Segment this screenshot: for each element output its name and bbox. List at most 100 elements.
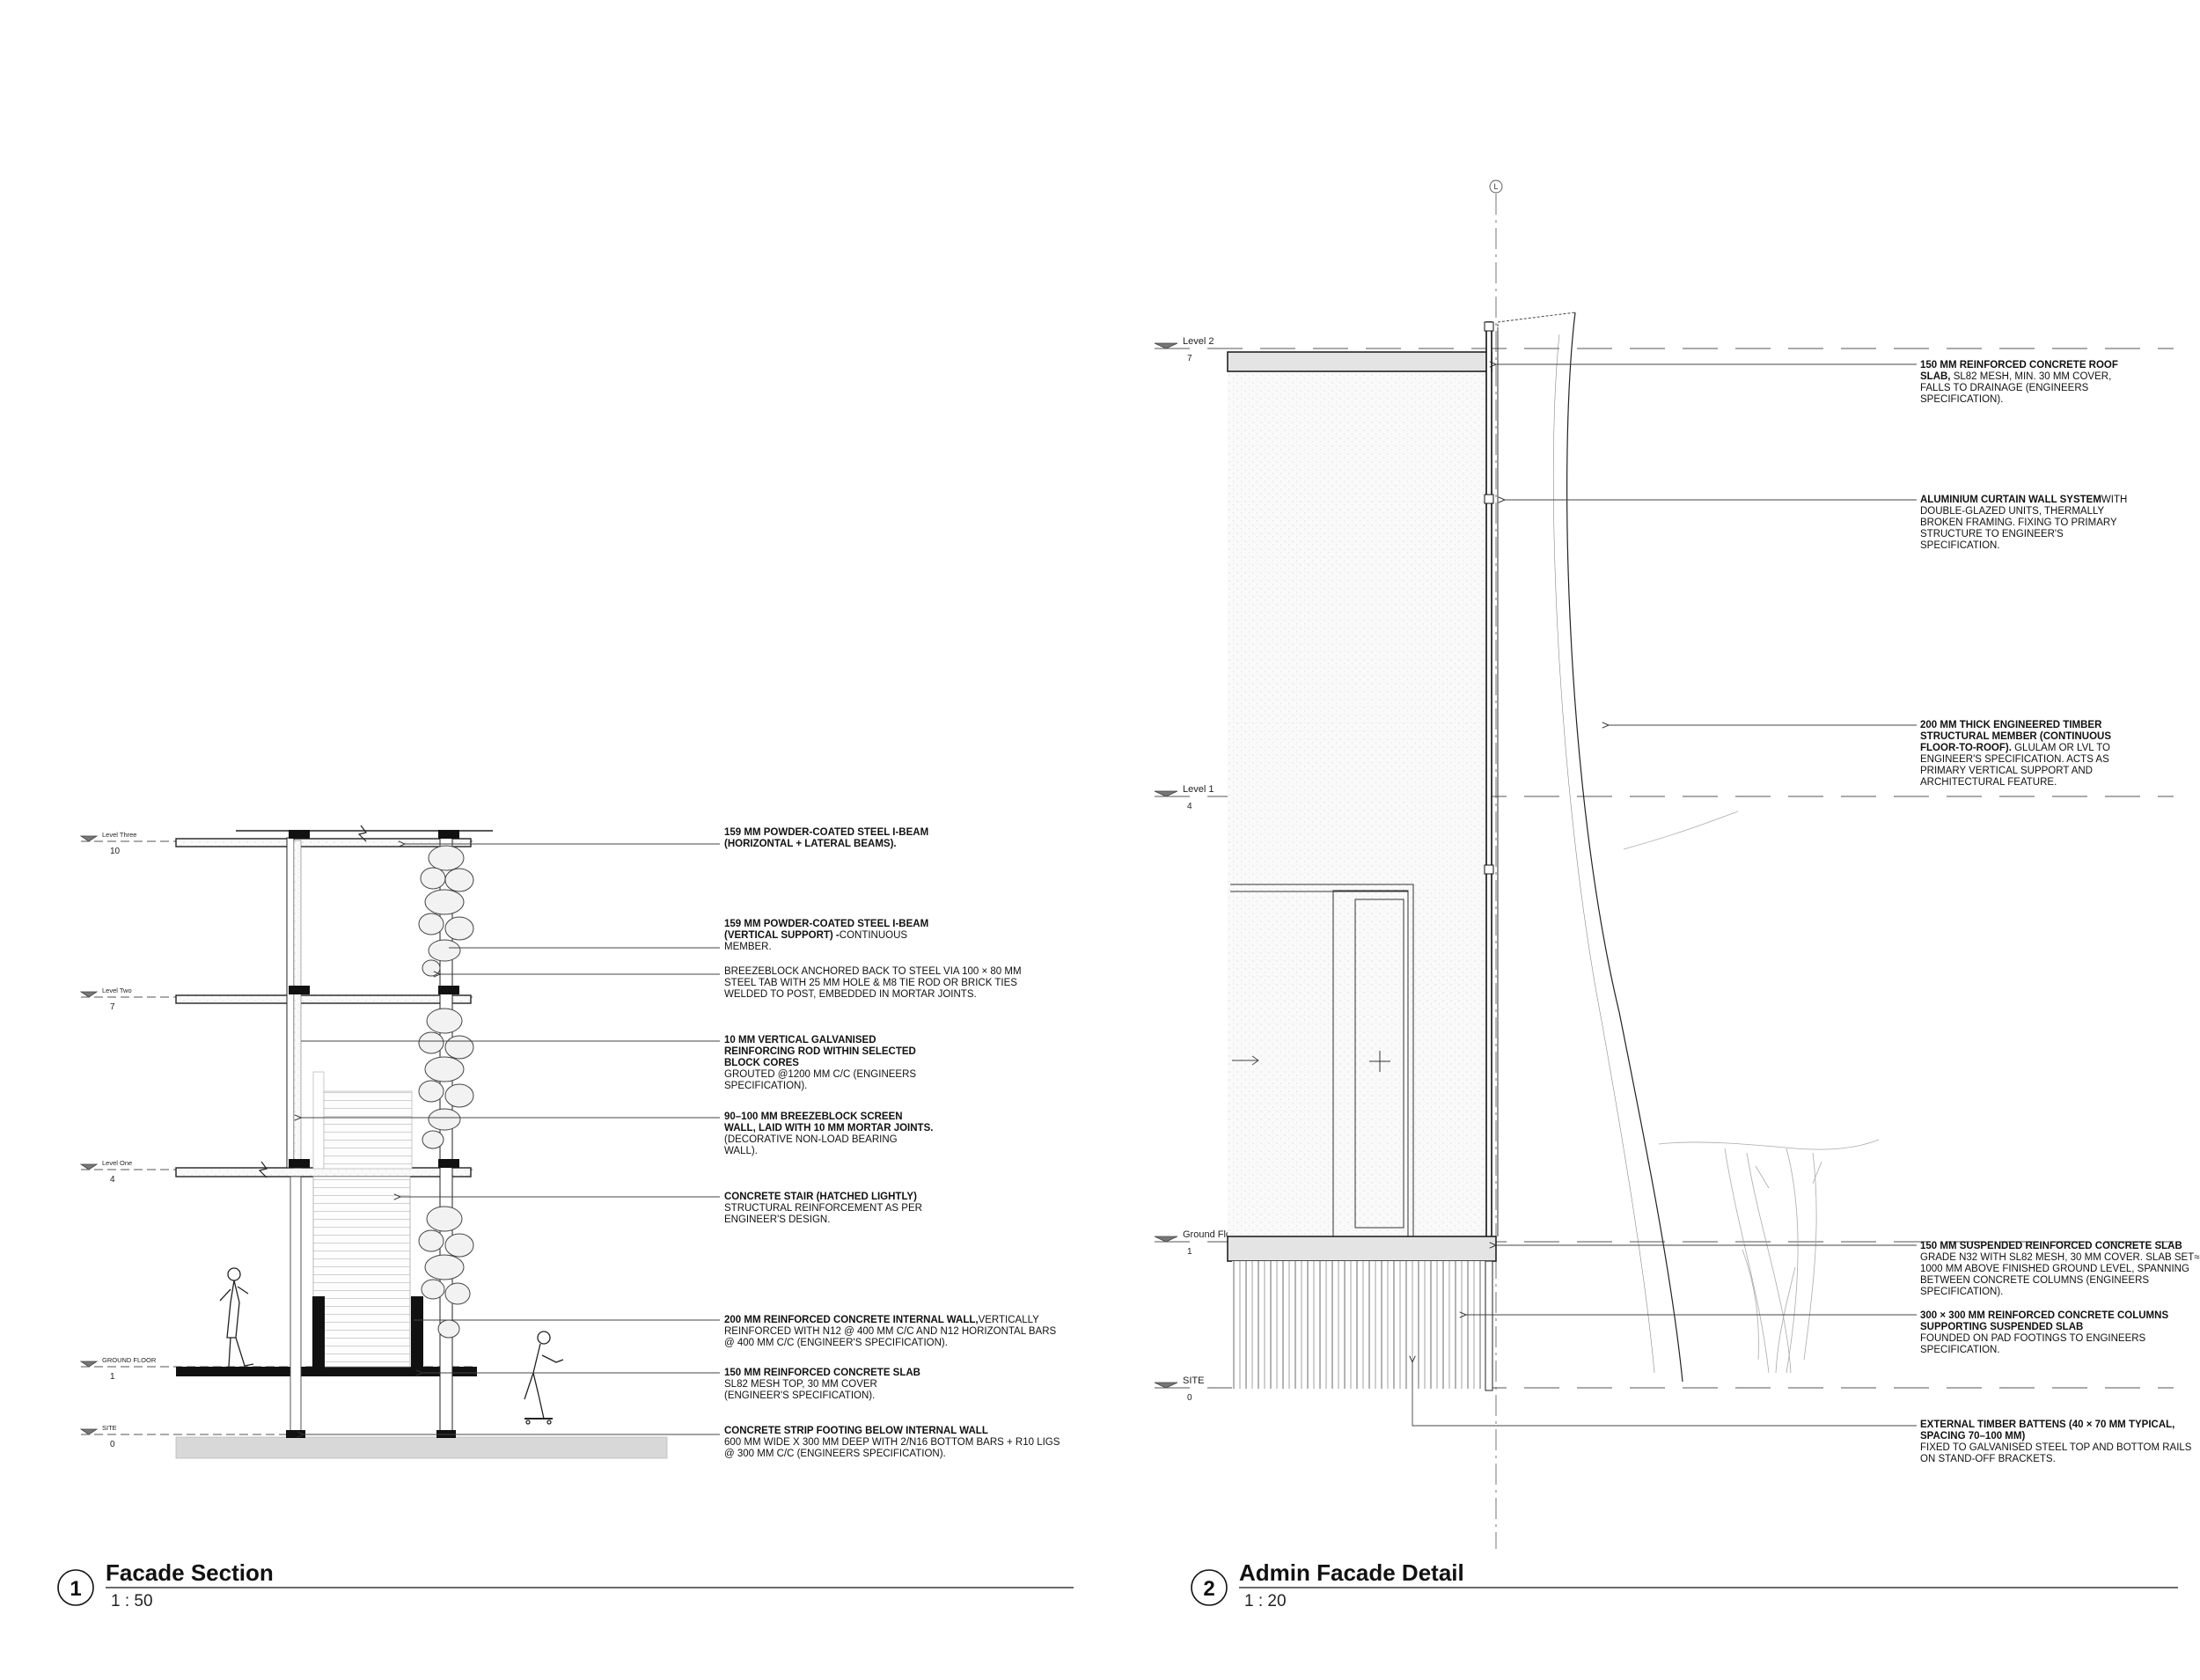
level-name: GROUND FLOOR <box>102 1356 157 1364</box>
note-line: 159 MM POWDER-COATED STEEL I-BEAM <box>724 827 928 838</box>
note-line: 1000 MM ABOVE FINISHED GROUND LEVEL, SPA… <box>1920 1264 2189 1274</box>
level-triangle <box>79 835 99 842</box>
note-line: (ENGINEER'S SPECIFICATION). <box>724 1390 875 1401</box>
note-line: FLOOR-TO-ROOF). GLULAM OR LVL TO <box>1920 743 2110 753</box>
note-line: 600 MM WIDE X 300 MM DEEP WITH 2/N16 BOT… <box>724 1437 1060 1448</box>
i-beam-block <box>289 1159 310 1168</box>
annotation-note: CONCRETE STRIP FOOTING BELOW INTERNAL WA… <box>724 1426 1060 1459</box>
note-line: 90–100 MM BREEZEBLOCK SCREEN <box>724 1111 903 1122</box>
tree-sketch <box>1623 811 1880 1374</box>
concrete-stair <box>312 1176 411 1368</box>
note-line: ENGINEER'S DESIGN. <box>724 1214 830 1225</box>
annotation-note: 150 MM SUSPENDED REINFORCED CONCRETE SLA… <box>1920 1241 2200 1297</box>
i-beam-block <box>289 986 310 994</box>
internal-wall-left <box>312 1296 325 1368</box>
level-value: 10 <box>110 847 121 856</box>
stair-rail-upper <box>312 1071 325 1170</box>
annotation-note: CONCRETE STAIR (HATCHED LIGHTLY)STRUCTUR… <box>724 1192 922 1225</box>
breezeblock-screen-foliage <box>418 845 474 1339</box>
annotation-note: 159 MM POWDER-COATED STEEL I-BEAM(HORIZO… <box>724 827 928 849</box>
concrete-wall-stipple <box>1228 368 1487 1237</box>
note-line: STRUCTURE TO ENGINEER'S <box>1920 529 2064 539</box>
note-line: SUPPORTING SUSPENDED SLAB <box>1920 1322 2083 1332</box>
note-line: @ 400 MM C/C (ENGINEER'S SPECIFICATION). <box>724 1338 948 1348</box>
slab-level-two <box>175 994 472 1004</box>
note-line: 150 MM REINFORCED CONCRETE SLAB <box>724 1368 920 1378</box>
note-line: SPECIFICATION). <box>724 1081 807 1091</box>
note-line: SL82 MESH TOP, 30 MM COVER <box>724 1379 877 1390</box>
annotation-note: EXTERNAL TIMBER BATTENS (40 × 70 MM TYPI… <box>1920 1420 2192 1464</box>
timber-battens <box>1232 1261 1485 1389</box>
annotation-notes: 159 MM POWDER-COATED STEEL I-BEAM(HORIZO… <box>724 827 1060 1459</box>
curtain-wall-mullion <box>1485 321 1492 1388</box>
note-line: 150 MM REINFORCED CONCRETE ROOF <box>1920 360 2118 370</box>
note-line: ARCHITECTURAL FEATURE. <box>1920 777 2057 788</box>
i-beam-block <box>438 1159 459 1168</box>
engineered-timber-member <box>1566 312 1683 1383</box>
breezeblock-wall-left <box>293 840 302 1169</box>
level-triangle <box>1154 342 1178 349</box>
slab-ground-floor <box>176 1367 477 1376</box>
note-line: PRIMARY VERTICAL SUPPORT AND <box>1920 766 2093 776</box>
note-line: 10 MM VERTICAL GALVANISED <box>724 1035 876 1045</box>
note-line: WALL, LAID WITH 10 MM MORTAR JOINTS. <box>724 1123 933 1133</box>
annotation-note: 159 MM POWDER-COATED STEEL I-BEAM(VERTIC… <box>724 919 928 952</box>
note-line: SLAB, SL82 MESH, MIN. 30 MM COVER, <box>1920 371 2111 382</box>
note-line: 300 × 300 MM REINFORCED CONCRETE COLUMNS <box>1920 1310 2168 1321</box>
note-line: GROUTED @1200 MM C/C (ENGINEERS <box>724 1069 916 1080</box>
note-line: REINFORCING ROD WITHIN SELECTED <box>724 1046 916 1057</box>
view-title: Admin Facade Detail <box>1239 1559 1464 1586</box>
slab-level-three <box>175 838 472 847</box>
note-line: STRUCTURAL MEMBER (CONTINUOUS <box>1920 731 2111 742</box>
timber-member-inner <box>1552 334 1655 1374</box>
scale-figure-standing <box>219 1267 254 1368</box>
grid-tag: L <box>1493 182 1498 191</box>
entry-door <box>1230 884 1414 1237</box>
note-line: BREEZEBLOCK ANCHORED BACK TO STEEL VIA 1… <box>724 966 1022 977</box>
note-line: SPECIFICATION. <box>1920 1345 2000 1355</box>
note-line: 200 MM REINFORCED CONCRETE INTERNAL WALL… <box>724 1315 1039 1325</box>
roof-slab <box>1227 351 1492 372</box>
note-line: ALUMINIUM CURTAIN WALL SYSTEMWITH <box>1920 495 2127 505</box>
note-line: BLOCK CORES <box>724 1058 799 1068</box>
note-line: (VERTICAL SUPPORT) -CONTINUOUS <box>724 930 907 941</box>
level-name: SITE <box>1183 1376 1204 1386</box>
note-line: MEMBER. <box>724 942 772 952</box>
view-number: 1 <box>70 1577 81 1601</box>
roof-edge-dashed <box>1497 312 1576 331</box>
note-line: ON STAND-OFF BRACKETS. <box>1920 1454 2056 1464</box>
level-triangle <box>79 991 99 998</box>
level-name: SITE <box>102 1424 117 1432</box>
i-beam-block <box>438 986 459 994</box>
note-line: REINFORCED WITH N12 @ 400 MM C/C AND N12… <box>724 1326 1057 1337</box>
level-triangle <box>79 1361 99 1368</box>
break-symbol <box>357 825 368 842</box>
i-beam-block <box>289 830 310 839</box>
annotation-note: 200 MM THICK ENGINEERED TIMBERSTRUCTURAL… <box>1920 720 2111 788</box>
break-symbol-lower <box>258 1161 268 1178</box>
note-line: BROKEN FRAMING. FIXING TO PRIMARY <box>1920 517 2117 528</box>
note-leaders <box>1412 364 1917 1427</box>
level-triangle <box>79 1163 99 1170</box>
note-line: 150 MM SUSPENDED REINFORCED CONCRETE SLA… <box>1920 1241 2182 1251</box>
note-line: @ 300 MM C/C (ENGINEERS SPECIFICATION). <box>724 1449 946 1459</box>
note-line: DOUBLE-GLAZED UNITS, THERMALLY <box>1920 506 2105 517</box>
door-swing-arrow <box>1232 1055 1259 1066</box>
mullion-fixing <box>1484 494 1494 504</box>
note-line: CONCRETE STRIP FOOTING BELOW INTERNAL WA… <box>724 1426 988 1436</box>
view-number-bubble <box>1191 1569 1228 1606</box>
note-line: CONCRETE STAIR (HATCHED LIGHTLY) <box>724 1192 917 1202</box>
level-triangle <box>1154 1236 1178 1243</box>
internal-wall-right <box>411 1296 423 1368</box>
note-line: SPACING 70–100 MM) <box>1920 1431 2025 1442</box>
note-line: SPECIFICATION). <box>1920 394 2003 405</box>
note-line: GRADE N32 WITH SL82 MESH, 30 MM COVER. S… <box>1920 1252 2200 1263</box>
note-line: FIXED TO GALVANISED STEEL TOP AND BOTTOM… <box>1920 1442 2192 1453</box>
